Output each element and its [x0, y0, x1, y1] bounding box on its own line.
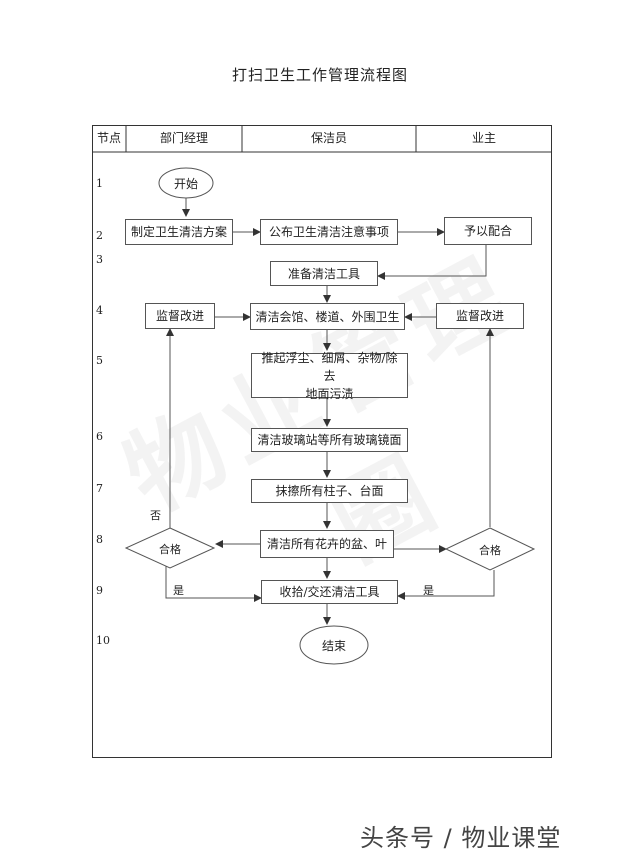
push-dust-box: 推起浮尘、细屑、杂物/除去 地面污渍 — [251, 351, 408, 401]
row-number: 8 — [96, 533, 103, 546]
row-number: 5 — [96, 354, 103, 367]
end-ellipse — [299, 625, 369, 665]
start-node: 开始 — [173, 177, 198, 191]
header-owner: 业主 — [471, 131, 496, 145]
end-node: 结束 — [321, 639, 346, 653]
row-number: 3 — [96, 253, 103, 266]
row-number: 6 — [96, 430, 103, 443]
header-dept-manager: 部门经理 — [159, 131, 208, 145]
decision-diamond-right — [444, 527, 536, 571]
page-title: 打扫卫生工作管理流程图 — [231, 66, 408, 84]
row-number: 4 — [96, 304, 103, 317]
cooperate-box: 予以配合 — [444, 217, 532, 245]
prepare-tools-box: 准备清洁工具 — [270, 261, 378, 286]
no-label: 否 — [150, 509, 161, 522]
arrow-cooperate-prepare — [377, 245, 487, 280]
yes-left-label: 是 — [173, 584, 184, 597]
collect-tools-box: 收拾/交还清洁工具 — [261, 580, 398, 604]
plan-box: 制定卫生清洁方案 — [125, 219, 233, 245]
clean-glass-box: 清洁玻璃站等所有玻璃镜面 — [251, 428, 408, 452]
qualified-right-label: 合格 — [479, 544, 501, 557]
arrow-qualleft-collect — [165, 560, 262, 602]
header-node: 节点 — [96, 131, 121, 145]
supervise-left-box: 监督改进 — [145, 303, 215, 329]
yes-right-label: 是 — [423, 584, 434, 597]
push-dust-line-1: 推起浮尘、细屑、杂物/除去 — [261, 350, 398, 383]
decision-diamond-left — [124, 527, 216, 569]
start-ellipse — [158, 167, 214, 199]
row-number: 1 — [96, 177, 103, 190]
row-number: 9 — [96, 584, 103, 597]
supervise-right-box: 监督改进 — [436, 303, 524, 329]
footer-credit: 头条号 / 物业课堂 — [360, 824, 562, 852]
row-number: 10 — [96, 634, 110, 647]
arrow-qualright-collect — [397, 570, 495, 600]
wipe-box: 抹擦所有柱子、台面 — [251, 479, 408, 503]
header-cleaner: 保洁员 — [310, 131, 347, 145]
clean-pots-box: 清洁所有花卉的盆、叶 — [260, 530, 394, 558]
qualified-left-label: 合格 — [159, 543, 181, 556]
row-number: 7 — [96, 482, 103, 495]
flowchart-frame — [92, 125, 552, 758]
row-number: 2 — [96, 229, 103, 242]
push-dust-line-2: 地面污渍 — [305, 386, 354, 401]
notice-box: 公布卫生清洁注意事项 — [260, 219, 398, 245]
clean-hall-box: 清洁会馆、楼道、外围卫生 — [250, 303, 405, 330]
